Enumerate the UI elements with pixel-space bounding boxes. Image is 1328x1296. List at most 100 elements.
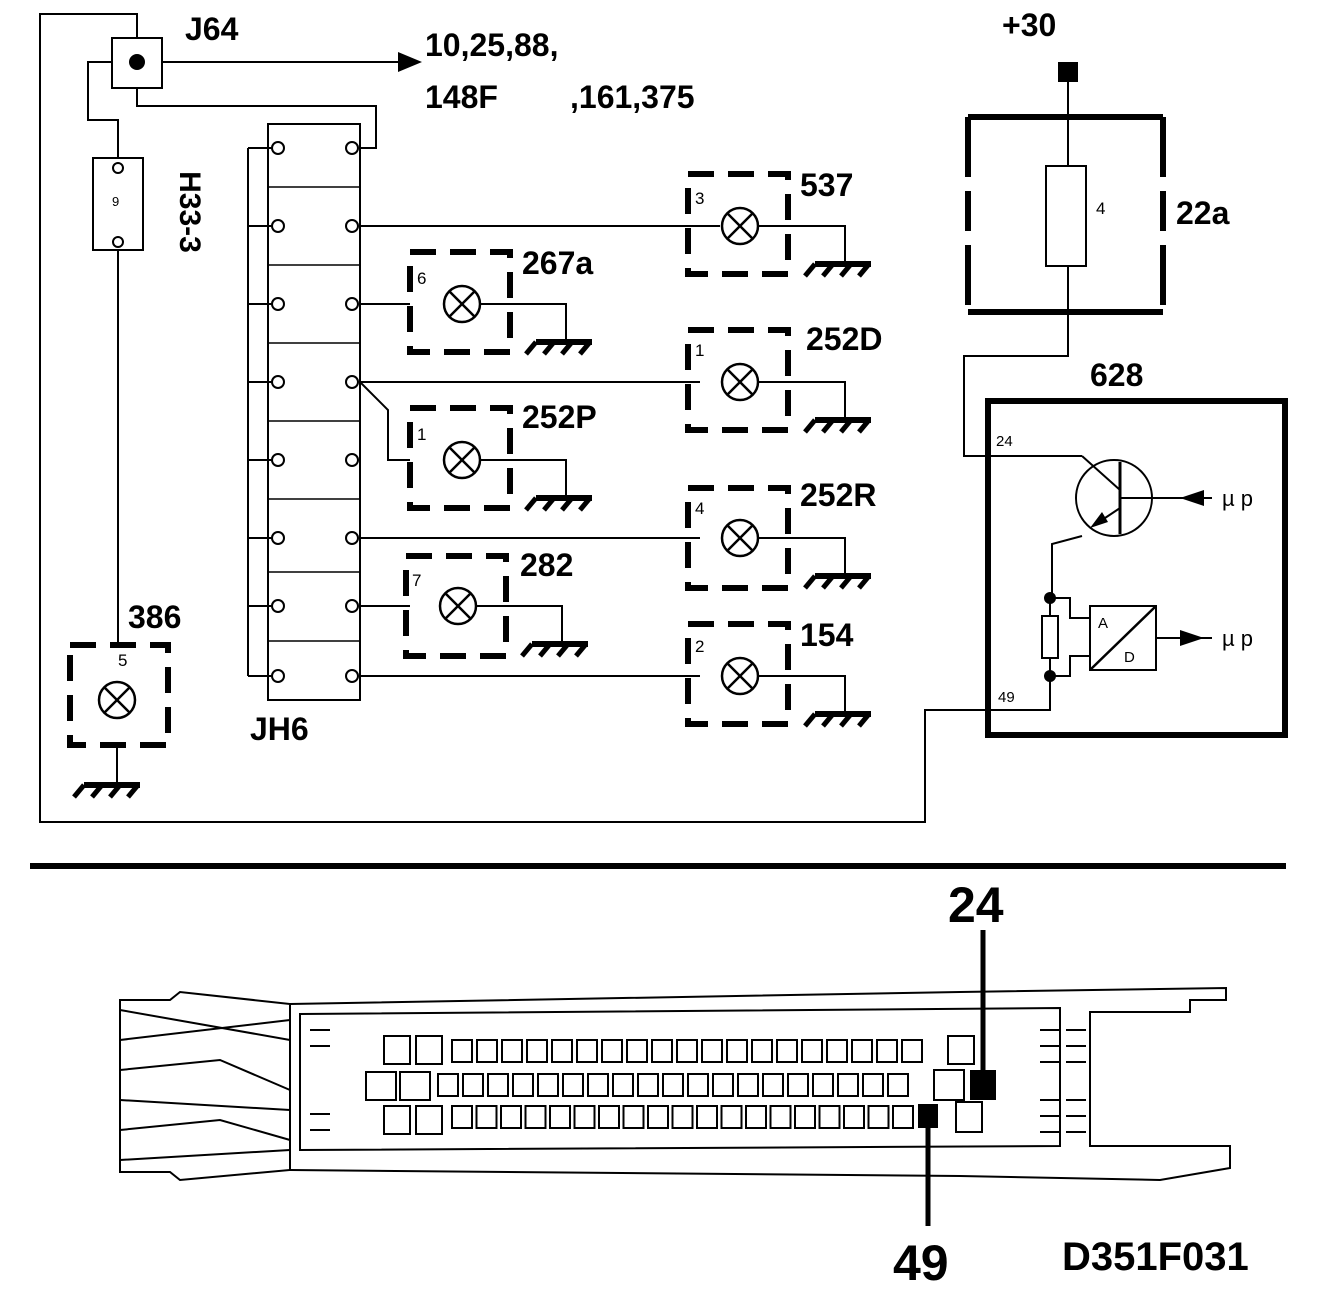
connector-pin: [612, 1073, 634, 1097]
connector-pin: [818, 1105, 841, 1129]
connector-pin: [501, 1039, 523, 1063]
connector-pin: [537, 1073, 559, 1097]
lamp-267a: 6 267a: [407, 245, 593, 354]
svg-text:628: 628: [1090, 357, 1143, 393]
jh6-pin: [345, 141, 359, 155]
connector-pin: [601, 1039, 623, 1063]
connector-pin-49: [918, 1104, 938, 1128]
connector-pin: [762, 1073, 784, 1097]
svg-text:386: 386: [128, 599, 181, 635]
jh6-pin: [271, 375, 285, 389]
connector-pin: [867, 1105, 890, 1129]
svg-text:252R: 252R: [800, 477, 877, 513]
svg-text:1: 1: [417, 425, 426, 444]
connector-pin: [549, 1105, 571, 1129]
svg-text:1: 1: [695, 341, 704, 360]
jh6-pin: [345, 531, 359, 545]
connector-pin: [647, 1105, 669, 1129]
h33-3-component: 9 H33-3: [92, 157, 206, 253]
jh6-pin: [345, 599, 359, 613]
jh6-connector: JH6: [247, 123, 361, 747]
connector-pin: [415, 1105, 443, 1135]
lamp-386: 5 386: [67, 599, 181, 797]
svg-text:7: 7: [412, 571, 421, 590]
svg-text:9: 9: [112, 194, 119, 209]
connector-pin-24: [970, 1070, 996, 1100]
svg-text:J64: J64: [185, 11, 239, 47]
svg-text:,161,375: ,161,375: [570, 79, 695, 115]
svg-text:5: 5: [118, 651, 127, 670]
ecu-628: 628 24 49 µ p A D µ p: [985, 357, 1288, 738]
connector-pin: [843, 1105, 865, 1129]
connector-pin: [726, 1039, 748, 1063]
svg-text:267a: 267a: [522, 245, 593, 281]
svg-text:A: A: [1098, 615, 1108, 632]
connector-pin: [415, 1035, 443, 1065]
svg-text:252P: 252P: [522, 399, 597, 435]
lamp-252P: 1 252P: [407, 399, 597, 510]
svg-text:+30: +30: [1002, 7, 1056, 43]
jh6-pin: [345, 669, 359, 683]
connector-pin: [955, 1101, 983, 1133]
connector-pin: [671, 1105, 694, 1129]
connector-pin: [626, 1039, 648, 1063]
connector-pin: [812, 1073, 834, 1097]
svg-text:49: 49: [998, 689, 1015, 706]
connector-pin: [500, 1105, 522, 1129]
connector-pin: [737, 1073, 759, 1097]
connector-pin: [487, 1073, 509, 1097]
connector-pin: [462, 1073, 484, 1097]
svg-text:282: 282: [520, 547, 573, 583]
connector-pin: [622, 1105, 645, 1129]
connector-pin: [776, 1039, 798, 1063]
jh6-pin: [345, 453, 359, 467]
plus30-terminal: +30: [1002, 7, 1078, 82]
connector-pin: [437, 1073, 459, 1097]
svg-text:µ p: µ p: [1222, 486, 1253, 511]
svg-text:3: 3: [695, 189, 704, 208]
svg-text:H33-3: H33-3: [173, 171, 206, 253]
connector-pin: [576, 1039, 598, 1063]
connector-pin: [901, 1039, 923, 1063]
wire-fuse-to-ecu-24: [963, 266, 1082, 457]
connector-pin: [512, 1073, 534, 1097]
connector-pin: [851, 1039, 873, 1063]
connector-pin: [701, 1039, 723, 1063]
svg-text:148F: 148F: [425, 79, 498, 115]
connector-pin: [687, 1073, 709, 1097]
connector-pin: [637, 1073, 659, 1097]
svg-text:49: 49: [893, 1235, 949, 1291]
jh6-pin: [271, 669, 285, 683]
connector-pin: [887, 1073, 909, 1097]
connector-pin: [451, 1105, 473, 1129]
svg-text:24: 24: [948, 877, 1004, 933]
connector-pin: [826, 1039, 848, 1063]
wire-to-252P: [359, 381, 410, 461]
connector-pin: [876, 1039, 898, 1063]
connector-pin: [794, 1105, 816, 1129]
svg-text:4: 4: [695, 499, 704, 518]
svg-text:10,25,88,: 10,25,88,: [425, 27, 558, 63]
connector-pin: [551, 1039, 573, 1063]
lamp-282: 7 282: [403, 547, 588, 659]
connector-pin: [862, 1073, 884, 1097]
lamp-537: 3 537: [685, 167, 871, 276]
lamp-252R: 4 252R: [685, 477, 877, 591]
connector-pin: [712, 1073, 734, 1097]
connector-pin: [720, 1105, 743, 1129]
connector-pin: [587, 1073, 609, 1097]
jh6-pin: [345, 375, 359, 389]
lamp-154: 2 154: [685, 617, 871, 726]
connector-pin: [751, 1039, 773, 1063]
jh6-pin: [271, 297, 285, 311]
jh6-pin: [345, 297, 359, 311]
svg-text:2: 2: [695, 637, 704, 656]
jh6-pin: [271, 599, 285, 613]
j64-junction: J64: [111, 11, 239, 89]
jh6-pin: [271, 141, 285, 155]
svg-text:D351F031: D351F031: [1062, 1235, 1249, 1279]
connector-pin: [745, 1105, 767, 1129]
connector-pin: [399, 1071, 431, 1101]
connector-pin: [383, 1035, 411, 1065]
